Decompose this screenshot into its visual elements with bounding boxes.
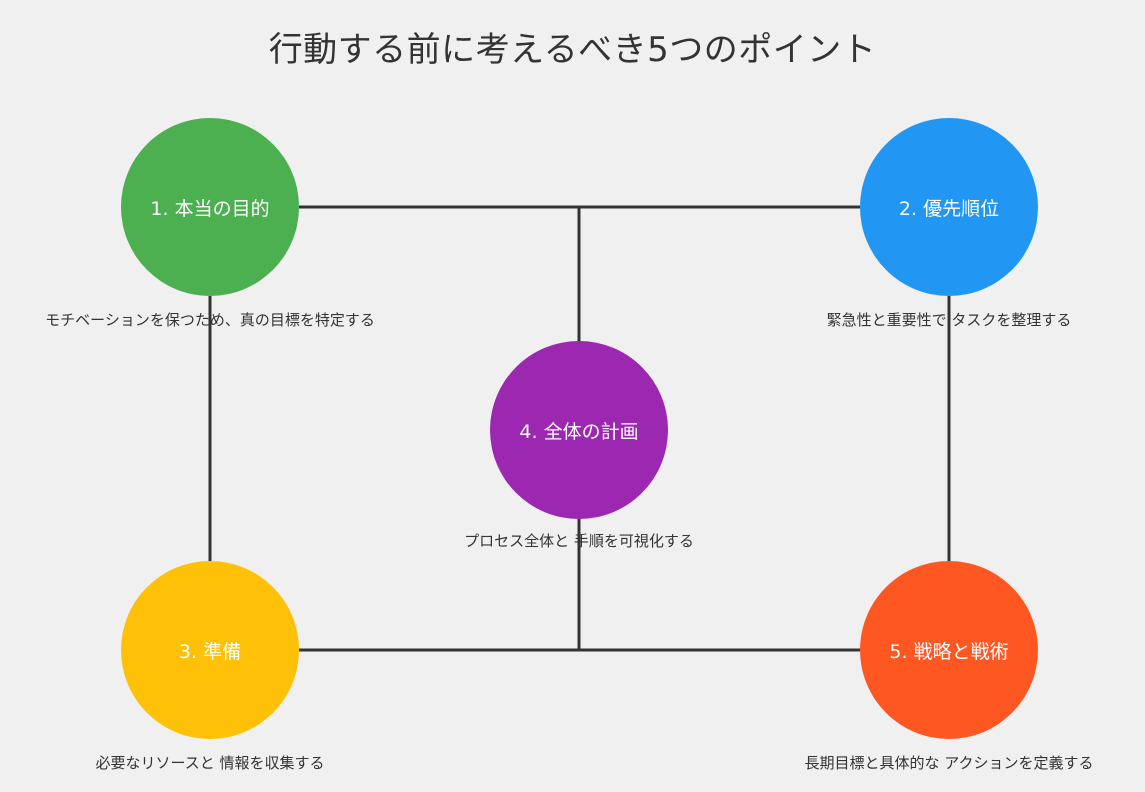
node-strategy-tactics: 5. 戦略と戦術 — [860, 561, 1038, 739]
diagram-title: 行動する前に考えるべき5つのポイント — [268, 30, 877, 70]
node-label: 4. 全体の計画 — [519, 420, 639, 443]
node-label: 5. 戦略と戦術 — [889, 640, 1009, 663]
node-label: 3. 準備 — [178, 640, 242, 663]
node-description: 緊急性と重要性で タスクを整理する — [826, 311, 1072, 329]
node-true-purpose: 1. 本当の目的 — [121, 118, 299, 296]
node-description: 必要なリソースと 情報を収集する — [95, 754, 325, 772]
node-label: 1. 本当の目的 — [150, 197, 270, 220]
node-label: 2. 優先順位 — [898, 197, 1000, 220]
node-priority: 2. 優先順位 — [860, 118, 1038, 296]
node-description: プロセス全体と 手順を可視化する — [464, 532, 694, 550]
node-overall-plan: 4. 全体の計画 — [490, 341, 668, 519]
node-description: 長期目標と具体的な アクションを定義する — [804, 754, 1094, 772]
node-description: モチベーションを保つため、真の目標を特定する — [45, 311, 375, 329]
node-preparation: 3. 準備 — [121, 561, 299, 739]
